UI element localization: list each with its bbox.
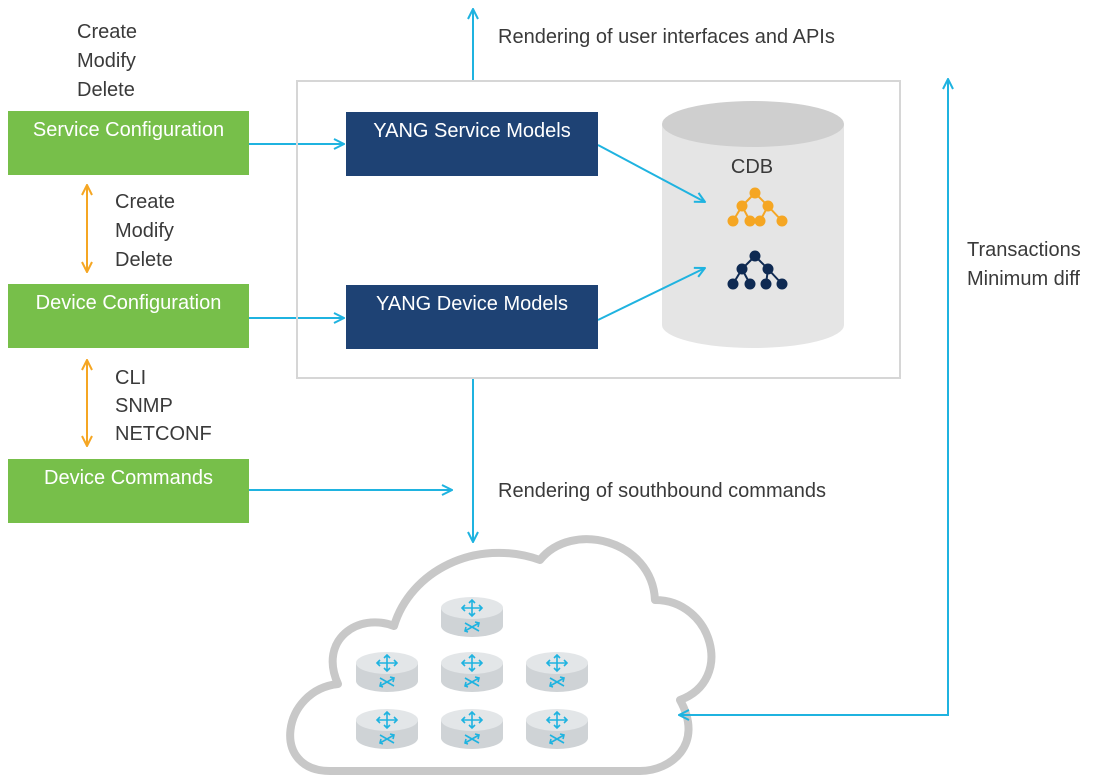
device-configuration-box: Device Configuration	[8, 284, 249, 348]
router-icon	[355, 651, 419, 693]
router-icon	[525, 708, 589, 750]
router-icon	[440, 651, 504, 693]
transactions-label: Transactions Minimum diff	[967, 236, 1081, 294]
transactions-line: Transactions	[967, 239, 1081, 261]
service-device-ops-label: Create Modify Delete	[115, 188, 175, 275]
device-commands-box: Device Commands	[8, 459, 249, 523]
op-modify: Modify	[115, 220, 174, 242]
nso-frame	[296, 80, 901, 379]
rendering-ui-label: Rendering of user interfaces and APIs	[498, 26, 835, 48]
router-icon	[355, 708, 419, 750]
protocol-cli: CLI	[115, 367, 147, 389]
router-icon	[525, 651, 589, 693]
rendering-southbound-label: Rendering of southbound commands	[498, 480, 826, 502]
op-create: Create	[77, 21, 138, 43]
protocol-snmp: SNMP	[115, 395, 173, 417]
service-configuration-box: Service Configuration	[8, 111, 249, 175]
cdb-label: CDB	[730, 156, 774, 178]
service-ops-label: Create Modify Delete	[77, 18, 137, 105]
arrow-transactions	[679, 79, 948, 715]
router-icon	[440, 708, 504, 750]
op-create: Create	[115, 191, 176, 213]
op-delete: Delete	[115, 249, 173, 271]
protocol-netconf: NETCONF	[115, 423, 212, 445]
yang-device-models-box: YANG Device Models	[346, 285, 598, 349]
op-modify: Modify	[77, 50, 136, 72]
router-icon	[440, 596, 504, 638]
op-delete: Delete	[77, 79, 135, 101]
device-protocols-label: CLI SNMP NETCONF	[115, 364, 212, 448]
minimum-diff-line: Minimum diff	[967, 268, 1080, 290]
yang-service-models-box: YANG Service Models	[346, 112, 598, 176]
